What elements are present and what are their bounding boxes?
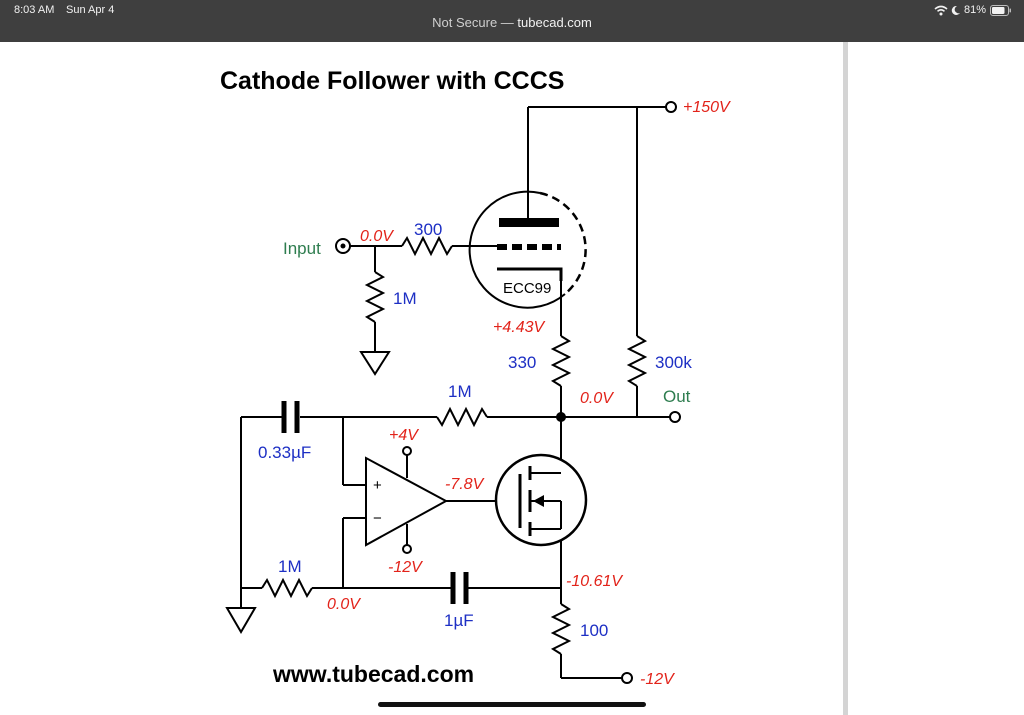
supply-terminal-top: [665, 101, 677, 113]
resistor-100: [550, 603, 572, 655]
label-load-resistor: 300k: [655, 353, 692, 372]
web-content: Cathode Follower with CCCS +150V 300k EC…: [0, 42, 1024, 715]
tube-plate: [499, 218, 559, 227]
label-grid-resistor: 300: [414, 220, 442, 239]
tube-envelope: [468, 190, 566, 309]
label-cathode-voltage: +4.43V: [493, 319, 545, 336]
label-source-resistor: 100: [580, 621, 608, 640]
ground-symbol-bias: [225, 607, 257, 634]
tube-type-label: ECC99: [503, 280, 551, 297]
ground-symbol-input: [359, 351, 391, 376]
label-opamp-plus-supply: +4V: [389, 427, 419, 444]
resistor-300: [401, 235, 453, 257]
address-bar[interactable]: Not Secure — tubecad.com: [0, 15, 1024, 30]
url-separator: —: [497, 15, 518, 30]
supply-terminal-bottom: [621, 672, 633, 684]
resistor-1m-feedback: [436, 406, 488, 428]
status-time: 8:03 AM: [14, 4, 55, 16]
label-supply-plus: +150V: [683, 99, 731, 116]
label-bypass-cap: 1µF: [444, 611, 474, 630]
status-date: Sun Apr 4: [66, 4, 115, 16]
label-source-voltage: -10.61V: [566, 573, 623, 590]
opamp-minus-supply-terminal: [402, 544, 412, 554]
opamp-plus-pin: +: [373, 477, 382, 494]
label-bias-voltage: 0.0V: [327, 596, 361, 613]
label-input-resistor: 1M: [393, 289, 417, 308]
output-label: Out: [663, 387, 691, 406]
label-input-voltage: 0.0V: [360, 228, 394, 245]
label-feedback-resistor: 1M: [448, 382, 472, 401]
label-output-voltage: 0.0V: [580, 390, 614, 407]
security-label: Not Secure: [432, 15, 498, 30]
opamp-plus-supply-terminal: [402, 446, 412, 456]
resistor-300k: [626, 335, 648, 387]
resistor-1m-input: [364, 271, 386, 323]
split-view-divider[interactable]: [843, 42, 848, 715]
label-bias-resistor: 1M: [278, 557, 302, 576]
schematic-image: Cathode Follower with CCCS +150V 300k EC…: [220, 67, 731, 688]
input-label: Input: [283, 239, 321, 258]
label-bottom-supply: -12V: [640, 671, 675, 688]
url-domain: tubecad.com: [517, 15, 592, 30]
label-opamp-output-voltage: -7.8V: [445, 476, 485, 493]
resistor-330: [550, 335, 572, 387]
label-cathode-resistor: 330: [508, 353, 536, 372]
resistor-1m-bias: [261, 577, 313, 599]
moon-icon: [951, 5, 960, 15]
footer-website: www.tubecad.com: [272, 661, 474, 687]
page-title: Cathode Follower with CCCS: [220, 67, 564, 95]
home-indicator[interactable]: [378, 702, 646, 707]
output-terminal: [669, 411, 681, 423]
battery-icon: [990, 5, 1011, 16]
label-coupling-cap: 0.33µF: [258, 443, 311, 462]
label-opamp-minus-supply: -12V: [388, 559, 423, 576]
opamp-symbol: [365, 456, 449, 547]
battery-percent: 81%: [964, 4, 987, 16]
status-bar: 8:03 AM Sun Apr 4 81% Not Secure — tubec…: [0, 0, 1024, 42]
wifi-icon: [934, 5, 948, 16]
opamp-minus-pin: −: [373, 510, 382, 527]
